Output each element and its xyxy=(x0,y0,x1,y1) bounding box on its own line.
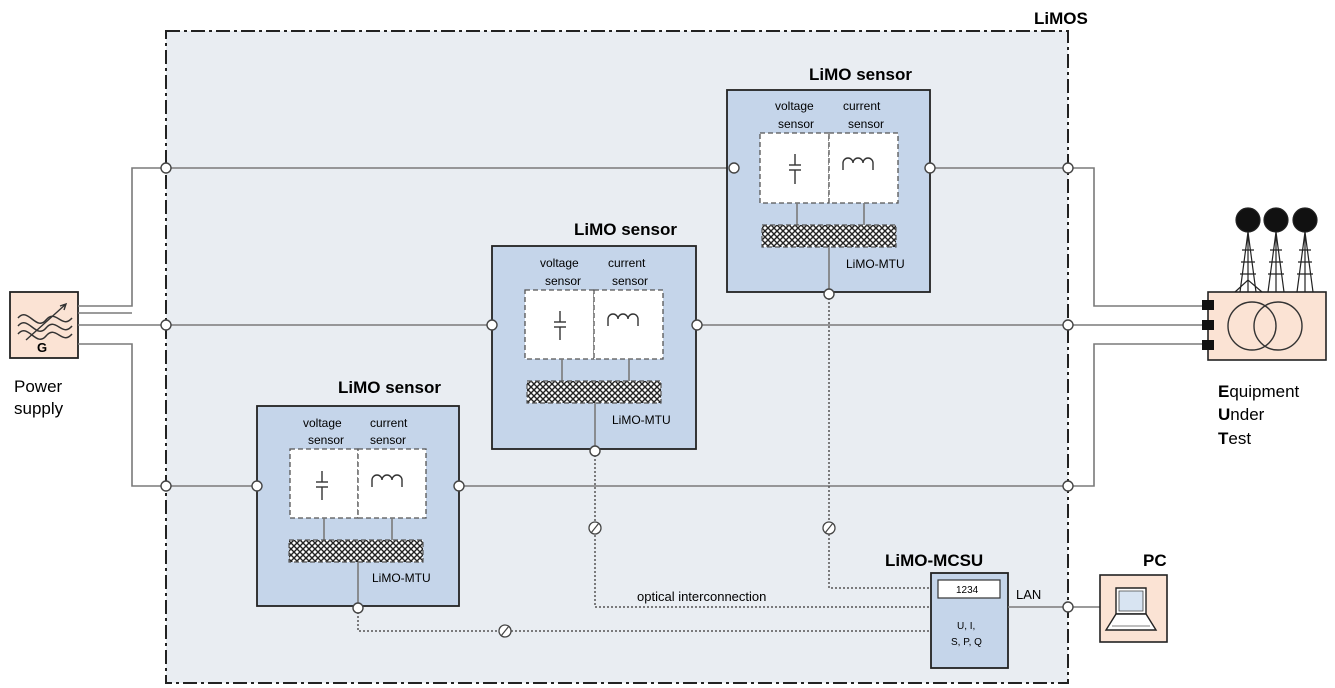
power-supply-label-1: Power xyxy=(14,377,63,396)
mtu-bar-2 xyxy=(526,380,662,404)
svg-text:1234: 1234 xyxy=(956,585,979,596)
limos-label: LiMOS xyxy=(1034,9,1088,28)
svg-text:sensor: sensor xyxy=(848,117,884,131)
svg-text:sensor: sensor xyxy=(778,117,814,131)
limo-sensor-1: LiMO sensor voltage sensor current senso… xyxy=(256,378,460,608)
transformer-icon xyxy=(1207,291,1327,361)
power-supply: G Power supply xyxy=(9,291,79,418)
sensor-3-title: LiMO sensor xyxy=(809,65,912,84)
svg-text:LiMO-MTU: LiMO-MTU xyxy=(846,257,905,271)
svg-text:current: current xyxy=(370,416,408,430)
lan-label: LAN xyxy=(1016,587,1041,602)
bushing-icons xyxy=(1234,207,1318,293)
inductor-icon xyxy=(607,313,639,326)
svg-text:sensor: sensor xyxy=(545,274,581,288)
eut-label-2: Under xyxy=(1218,405,1265,424)
svg-text:voltage: voltage xyxy=(775,99,814,113)
mcsu-title: LiMO-MCSU xyxy=(885,551,983,570)
eut-label-3: Test xyxy=(1218,429,1251,448)
pc: PC xyxy=(1099,551,1168,643)
sensor-1-title: LiMO sensor xyxy=(338,378,441,397)
lan-link: LAN xyxy=(1008,587,1100,608)
svg-text:sensor: sensor xyxy=(612,274,648,288)
power-supply-label-2: supply xyxy=(14,399,64,418)
equipment-under-test: Equipment Under Test xyxy=(1202,207,1327,448)
capacitor-icon xyxy=(554,311,566,340)
eut-label-1: Equipment xyxy=(1218,382,1300,401)
svg-text:sensor: sensor xyxy=(308,433,344,447)
inductor-icon xyxy=(371,474,403,487)
svg-text:LiMO-MTU: LiMO-MTU xyxy=(612,413,671,427)
svg-text:sensor: sensor xyxy=(370,433,406,447)
svg-text:S, P, Q: S, P, Q xyxy=(951,637,982,648)
svg-text:current: current xyxy=(843,99,881,113)
optical-label: optical interconnection xyxy=(637,589,766,604)
capacitor-icon xyxy=(789,154,801,184)
limo-sensor-2: LiMO sensor voltage sensor current senso… xyxy=(491,220,697,451)
capacitor-icon xyxy=(316,471,328,500)
phase-lines xyxy=(166,167,1068,487)
svg-text:voltage: voltage xyxy=(540,256,579,270)
generator-icon xyxy=(9,291,79,359)
eut-wires xyxy=(1068,167,1208,487)
inductor-icon xyxy=(842,157,874,170)
mtu-bar-3 xyxy=(761,224,897,248)
limo-sensor-3: LiMO sensor voltage sensor current senso… xyxy=(726,65,931,294)
limo-mcsu: LiMO-MCSU 1234 U, I, S, P, Q xyxy=(885,551,1009,669)
optical-links: optical interconnection xyxy=(357,294,931,638)
svg-text:current: current xyxy=(608,256,646,270)
sensor-2-title: LiMO sensor xyxy=(574,220,677,239)
pc-label: PC xyxy=(1143,551,1167,570)
junction-nodes xyxy=(160,162,1074,614)
mtu-bar-1 xyxy=(288,539,424,563)
svg-text:LiMO-MTU: LiMO-MTU xyxy=(372,571,431,585)
svg-text:U, I,: U, I, xyxy=(957,621,975,632)
mcsu-display xyxy=(937,579,1001,599)
supply-wires xyxy=(78,167,166,487)
svg-text:voltage: voltage xyxy=(303,416,342,430)
generator-label: G xyxy=(37,340,47,355)
